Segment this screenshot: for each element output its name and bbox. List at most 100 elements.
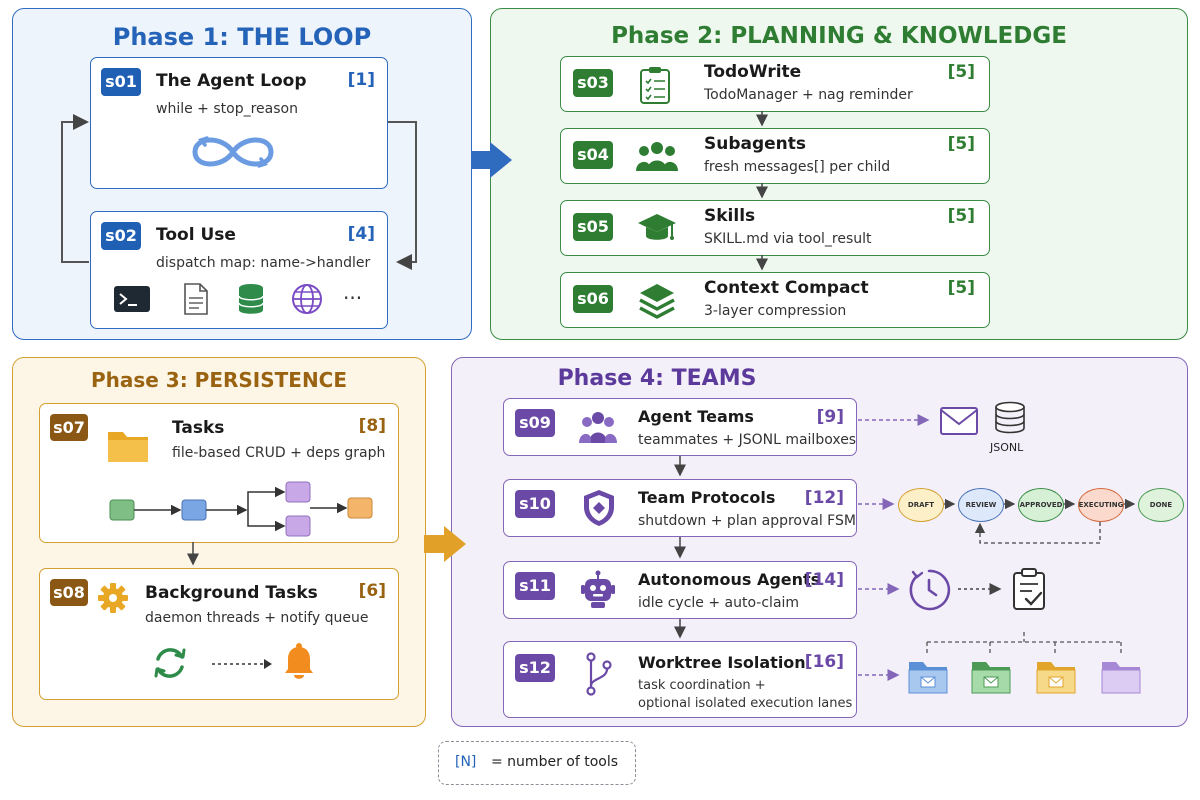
legend-key: [N] (455, 754, 477, 770)
worktree-folder-purple-icon (1101, 662, 1141, 694)
dependency-graph (109, 481, 373, 537)
session-card-s04[interactable]: s04 Subagents [5] fresh messages[] per c… (560, 128, 990, 184)
team-icon (579, 412, 617, 443)
tool-count: [1] (347, 70, 375, 90)
loop-icon (192, 136, 274, 168)
bell-icon (285, 643, 313, 679)
session-subtitle: SKILL.md via tool_result (704, 231, 872, 247)
session-title: Background Tasks (145, 583, 318, 603)
session-badge: s09 (515, 409, 555, 437)
clipboard-check-icon (1013, 568, 1045, 610)
document-icon (184, 283, 208, 315)
session-card-s11[interactable]: s11 Autonomous Agents [14] idle cycle + … (503, 561, 857, 619)
session-badge: s07 (50, 414, 88, 441)
session-badge: s06 (573, 285, 613, 313)
legend: [N] = number of tools (438, 741, 636, 785)
session-card-s10[interactable]: s10 Team Protocols [12] shutdown + plan … (503, 479, 857, 537)
sync-icon (154, 648, 186, 678)
session-title: Autonomous Agents (638, 570, 821, 589)
session-title: The Agent Loop (156, 71, 307, 91)
tool-count: [14] (804, 570, 844, 590)
worktree-folder-green-icon (971, 662, 1011, 694)
fsm-state-review: REVIEW (958, 488, 1004, 522)
graduation-cap-icon (638, 214, 676, 240)
more-icon: ··· (343, 286, 363, 310)
folder-icon (108, 432, 148, 462)
session-card-s07[interactable]: s07 Tasks [8] file-based CRUD + deps gra… (39, 403, 399, 543)
session-title: Context Compact (704, 278, 869, 298)
session-badge: s12 (515, 654, 555, 682)
tool-count: [5] (947, 62, 975, 82)
session-title: Tool Use (156, 225, 236, 245)
session-title: TodoWrite (704, 62, 802, 82)
session-card-s06[interactable]: s06 Context Compact [5] 3-layer compress… (560, 272, 990, 328)
session-subtitle: file-based CRUD + deps graph (172, 445, 386, 461)
shield-icon (584, 490, 614, 526)
session-subtitle-line2: optional isolated execution lanes (638, 696, 853, 711)
session-subtitle: while + stop_reason (156, 101, 298, 117)
session-badge: s10 (515, 490, 555, 518)
session-card-s02[interactable]: s02 Tool Use [4] dispatch map: name->han… (90, 211, 388, 329)
fsm-state-approved: APPROVED (1018, 488, 1064, 522)
session-title: Skills (704, 206, 756, 226)
phase-1-panel: Phase 1: THE LOOP s01 The Agent Loop [1]… (12, 8, 472, 340)
session-subtitle-line1: task coordination + (638, 678, 766, 693)
session-subtitle: fresh messages[] per child (704, 159, 891, 175)
phase-4-panel: Phase 4: TEAMS s09 Agent Teams [9] teamm… (451, 357, 1188, 727)
tool-count: [4] (347, 224, 375, 244)
legend-text: = number of tools (491, 754, 619, 770)
clipboard-list-icon (640, 67, 670, 104)
session-badge: s02 (101, 222, 141, 250)
fsm-state-draft: DRAFT (898, 488, 944, 522)
fsm-state-executing: EXECUTING (1078, 488, 1124, 522)
session-subtitle: shutdown + plan approval FSM (638, 513, 856, 529)
tool-count: [9] (816, 407, 844, 427)
tool-count: [5] (947, 134, 975, 154)
session-title: Worktree Isolation (638, 653, 806, 672)
phase-4-title: Phase 4: TEAMS (557, 366, 757, 391)
session-card-s12[interactable]: s12 Worktree Isolation [16] task coordin… (503, 641, 857, 718)
session-badge: s11 (515, 572, 555, 600)
session-subtitle: daemon threads + notify queue (145, 610, 369, 626)
session-badge: s03 (573, 69, 613, 97)
session-card-s09[interactable]: s09 Agent Teams [9] teammates + JSONL ma… (503, 398, 857, 456)
session-title: Subagents (704, 134, 807, 154)
users-icon (636, 142, 678, 171)
robot-icon (581, 570, 615, 608)
phase-3-panel: Phase 3: PERSISTENCE s07 Tasks [8] file-… (12, 357, 426, 727)
worktree-folder-blue-icon (908, 662, 948, 694)
worktree-folder-yellow-icon (1036, 662, 1076, 694)
session-title: Tasks (172, 418, 225, 438)
layers-icon (639, 284, 675, 319)
session-subtitle: 3-layer compression (704, 303, 847, 319)
session-card-s08[interactable]: s08 Background Tasks [6] daemon threads … (39, 568, 399, 700)
session-card-s05[interactable]: s05 Skills [5] SKILL.md via tool_result (560, 200, 990, 256)
session-subtitle: idle cycle + auto-claim (638, 595, 800, 611)
phase-1-title: Phase 1: THE LOOP (112, 23, 372, 51)
mail-icon (940, 407, 978, 435)
tool-count: [12] (804, 488, 844, 508)
tool-count: [6] (358, 581, 386, 601)
tool-count: [16] (804, 652, 844, 672)
session-badge: s04 (573, 141, 613, 169)
session-badge: s01 (101, 68, 141, 96)
session-subtitle: dispatch map: name->handler (156, 255, 371, 271)
session-subtitle: TodoManager + nag reminder (704, 87, 913, 103)
git-branch-icon (586, 652, 612, 696)
database-icon (238, 284, 264, 314)
session-badge: s05 (573, 213, 613, 241)
jsonl-label: JSONL (990, 441, 1024, 454)
clock-icon (909, 569, 951, 611)
globe-icon (292, 284, 322, 314)
notify-arrow (212, 659, 272, 669)
session-card-s01[interactable]: s01 The Agent Loop [1] while + stop_reas… (90, 57, 388, 189)
tool-count: [5] (947, 206, 975, 226)
session-subtitle: teammates + JSONL mailboxes (638, 432, 857, 448)
session-title: Team Protocols (638, 488, 776, 507)
phase-2-panel: Phase 2: PLANNING & KNOWLEDGE s03 TodoWr… (490, 8, 1188, 340)
phase-2-title: Phase 2: PLANNING & KNOWLEDGE (611, 23, 1067, 49)
jsonl-database-icon (995, 401, 1025, 434)
session-badge: s08 (50, 579, 88, 606)
fsm-state-done: DONE (1138, 488, 1184, 522)
session-card-s03[interactable]: s03 TodoWrite [5] TodoManager + nag remi… (560, 56, 990, 112)
